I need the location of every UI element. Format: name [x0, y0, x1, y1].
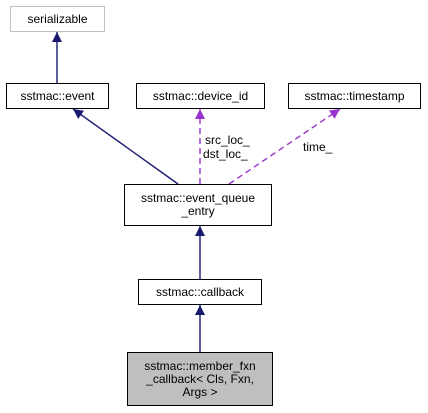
- edge-event-queue-entry-to-timestamp: [228, 108, 341, 185]
- node-callback-label: sstmac::callback: [155, 284, 245, 299]
- node-member-fxn-callback-line3: Args >: [182, 384, 218, 399]
- node-member-fxn-callback-line1: sstmac::member_fxn: [144, 358, 256, 373]
- edge-event-queue-entry-to-event: [72, 108, 179, 185]
- edge-label-dst-loc: dst_loc_: [203, 147, 248, 161]
- node-serializable-label: serializable: [27, 11, 88, 26]
- node-event[interactable]: sstmac::event: [6, 83, 109, 109]
- edge-label-time: time_: [303, 140, 333, 154]
- node-event-queue-entry-line1: sstmac::event_queue: [140, 191, 256, 205]
- node-serializable[interactable]: serializable: [10, 6, 105, 32]
- edge-label-src-loc: src_loc_: [205, 133, 250, 147]
- node-member-fxn-callback-line2: _callback< Cls, Fxn,: [146, 371, 254, 386]
- node-device-id-label: sstmac::device_id: [152, 88, 249, 103]
- node-callback[interactable]: sstmac::callback: [138, 279, 262, 305]
- node-device-id[interactable]: sstmac::device_id: [136, 83, 265, 109]
- node-timestamp-label: sstmac::timestamp: [304, 88, 405, 103]
- node-member-fxn-callback[interactable]: sstmac::member_fxn _callback< Cls, Fxn, …: [127, 352, 273, 406]
- node-event-queue-entry-line2: _entry: [181, 204, 215, 218]
- node-event-label: sstmac::event: [20, 88, 95, 103]
- node-event-queue-entry[interactable]: sstmac::event_queue _entry: [124, 184, 272, 226]
- node-timestamp[interactable]: sstmac::timestamp: [288, 83, 421, 109]
